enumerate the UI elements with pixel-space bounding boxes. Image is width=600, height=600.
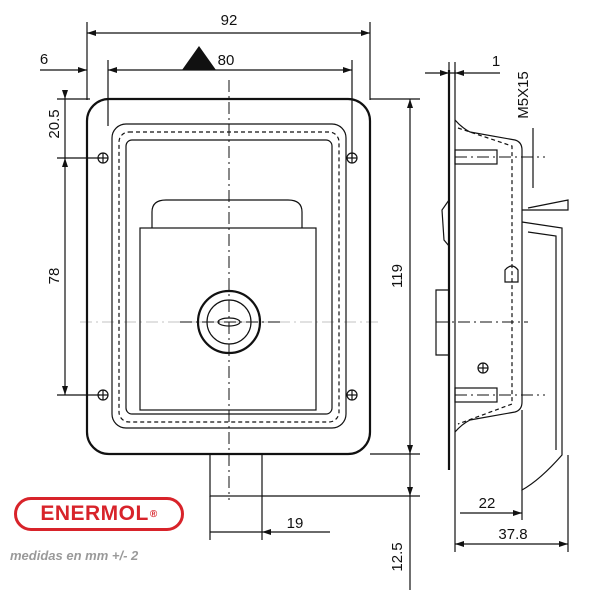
dim-92-label: 92 bbox=[221, 12, 238, 29]
brand-name: ENERMOL bbox=[40, 502, 149, 525]
measurement-note: medidas en mm +/- 2 bbox=[10, 548, 139, 563]
dim-22-label: 22 bbox=[479, 495, 496, 512]
dim-119-label: 119 bbox=[389, 264, 406, 288]
front-view bbox=[80, 80, 380, 500]
dim-78-label: 78 bbox=[46, 268, 63, 285]
side-dimensions bbox=[425, 62, 569, 552]
dim-1-label: 1 bbox=[492, 53, 500, 70]
brand-registered-mark: ® bbox=[149, 508, 158, 520]
dim-19-label: 19 bbox=[287, 515, 304, 532]
side-view bbox=[435, 70, 569, 492]
dim-12-5-label: 12.5 bbox=[389, 542, 406, 571]
dim-6-label: 6 bbox=[40, 51, 48, 68]
screw-hole-icon bbox=[346, 389, 358, 401]
dim-37-8-label: 37.8 bbox=[498, 526, 527, 543]
triangle-marker-icon bbox=[182, 46, 216, 70]
front-dimensions bbox=[40, 22, 420, 590]
dim-20-5-label: 20.5 bbox=[46, 109, 63, 138]
thread-label: M5X15 bbox=[515, 71, 532, 119]
screw-hole-icon bbox=[477, 362, 489, 374]
brand-logo: ENERMOL® bbox=[14, 497, 184, 531]
dim-80-label: 80 bbox=[218, 52, 235, 69]
